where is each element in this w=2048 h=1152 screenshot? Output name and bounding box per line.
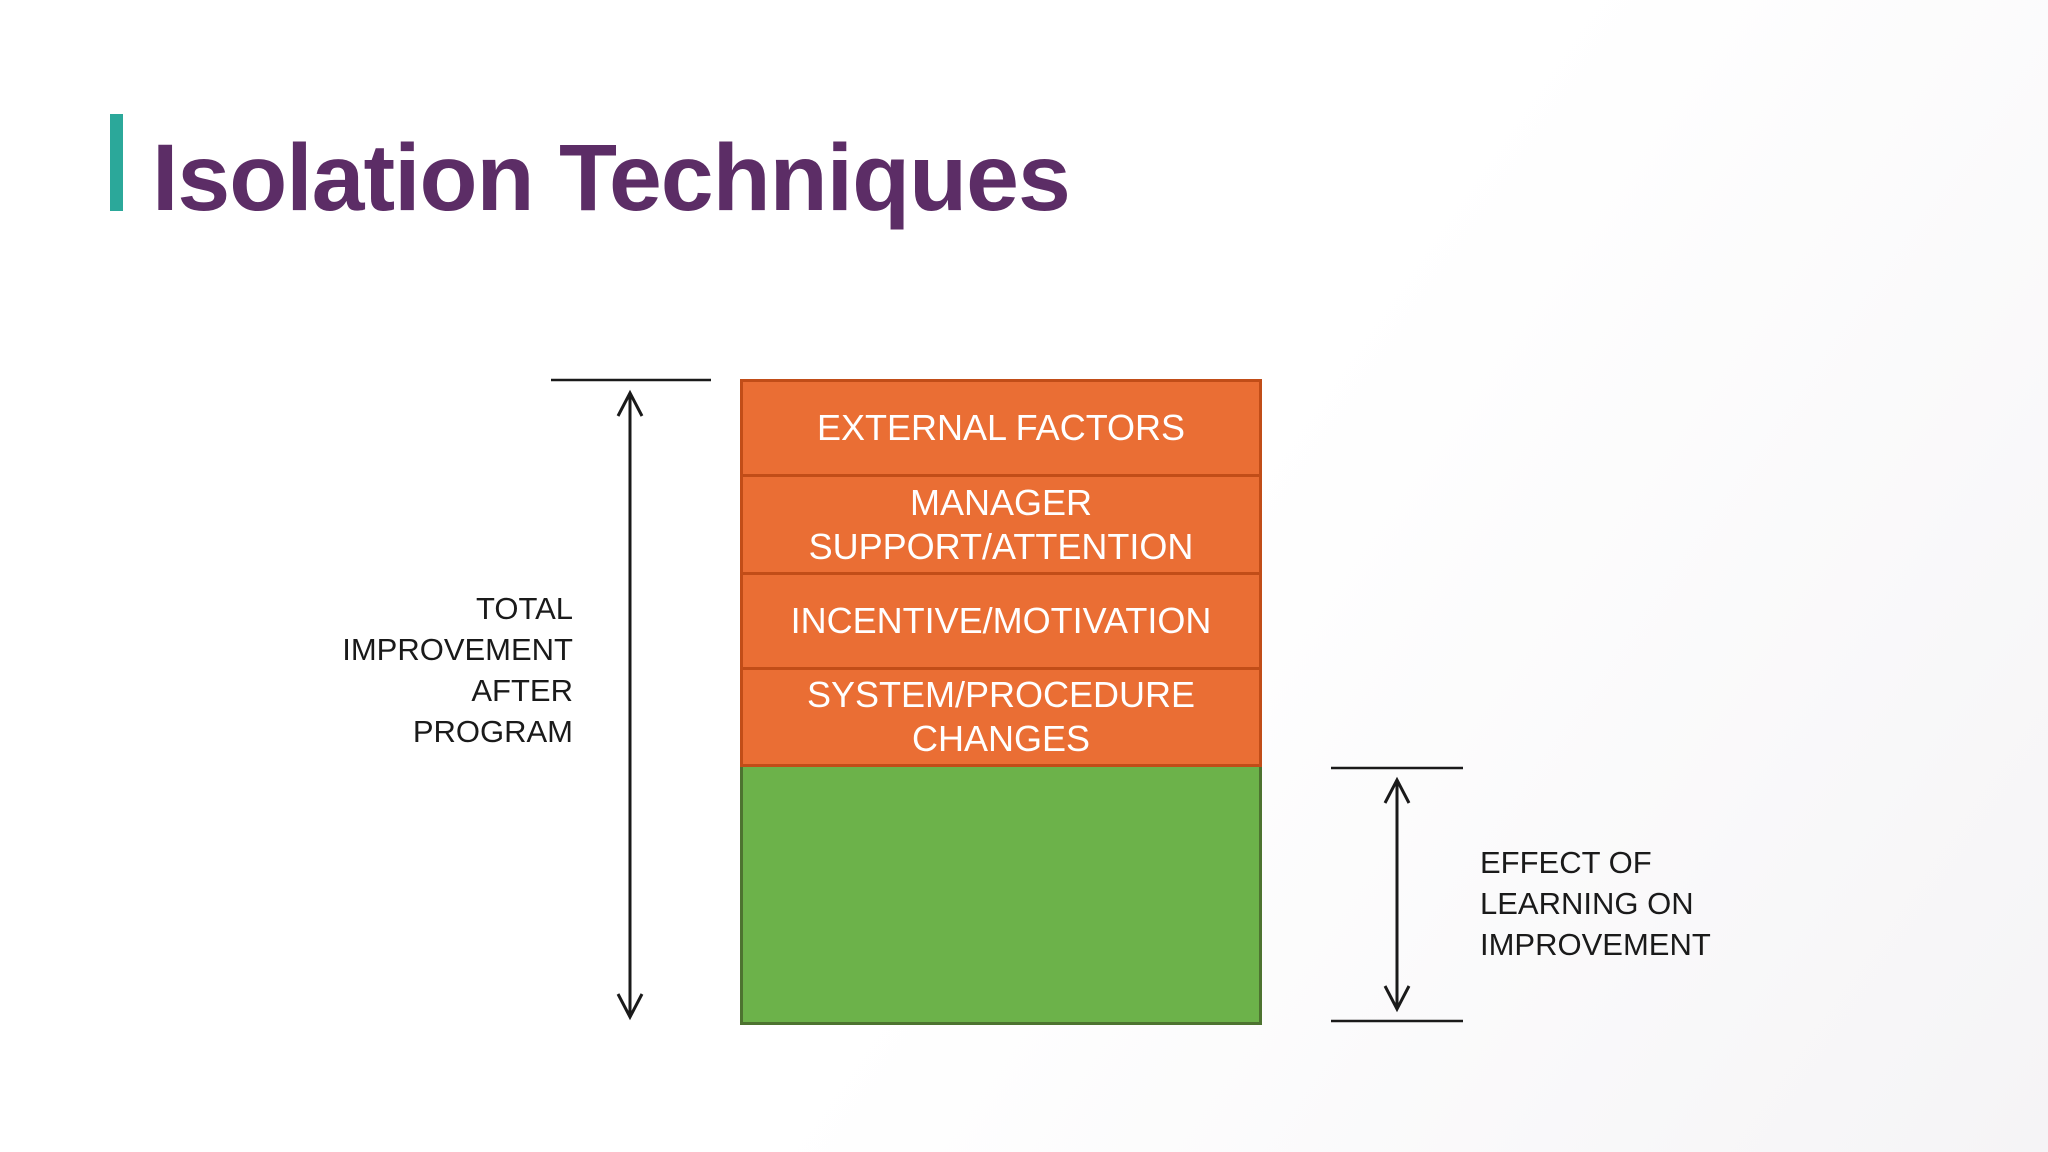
- stack-segment-learning-effect: [740, 767, 1262, 1025]
- title-accent-bar: [110, 114, 123, 211]
- page-title: Isolation Techniques: [152, 124, 1071, 231]
- left-range-arrow: [616, 389, 644, 1021]
- total-improvement-label: TOTAL IMPROVEMENT AFTER PROGRAM: [342, 591, 573, 749]
- right-range-arrow: [1383, 776, 1411, 1013]
- effect-of-learning-label: EFFECT OF LEARNING ON IMPROVEMENT: [1480, 845, 1711, 962]
- stack-segment-external-factors: EXTERNAL FACTORS: [740, 379, 1262, 477]
- stack-segment-system-procedure: SYSTEM/PROCEDURE CHANGES: [740, 670, 1262, 767]
- stack-segment-incentive-motivation: INCENTIVE/MOTIVATION: [740, 575, 1262, 670]
- stacked-box: EXTERNAL FACTORS MANAGER SUPPORT/ATTENTI…: [740, 379, 1262, 1025]
- stack-segment-manager-support: MANAGER SUPPORT/ATTENTION: [740, 477, 1262, 575]
